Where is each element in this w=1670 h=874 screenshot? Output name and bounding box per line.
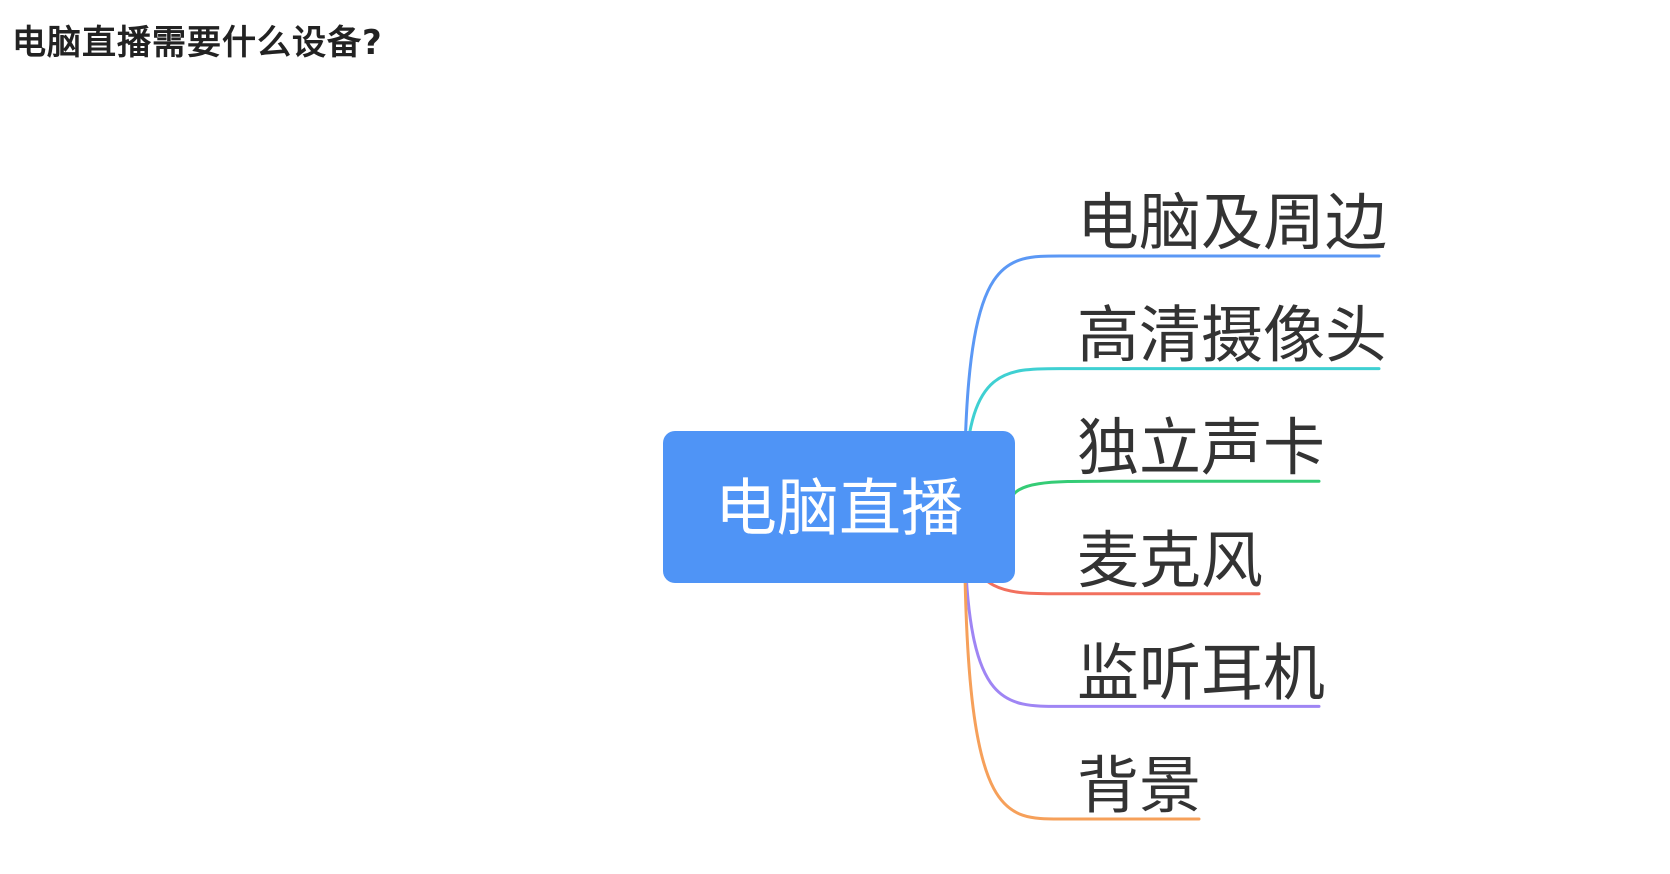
branch-node-label-2[interactable]: 高清摄像头 — [1077, 299, 1387, 372]
root-node-label: 电脑直播 — [715, 472, 963, 545]
branch-connector-6 — [963, 574, 1201, 821]
branch-node-label-3[interactable]: 独立声卡 — [1077, 411, 1325, 484]
branch-node-label-6[interactable]: 背景 — [1077, 749, 1201, 822]
branch-node-label-1[interactable]: 电脑及周边 — [1077, 186, 1387, 259]
root-node-box — [663, 431, 1015, 583]
branch-node-label-5[interactable]: 监听耳机 — [1077, 636, 1325, 709]
branch-connector-3 — [1008, 479, 1321, 503]
page-title: 电脑直播需要什么设备? — [12, 23, 383, 63]
branch-connector-1 — [963, 254, 1381, 454]
root-node[interactable]: 电脑直播 — [663, 431, 1015, 583]
branch-node-label-4[interactable]: 麦克风 — [1077, 524, 1263, 597]
branch-connector-5 — [963, 549, 1321, 708]
